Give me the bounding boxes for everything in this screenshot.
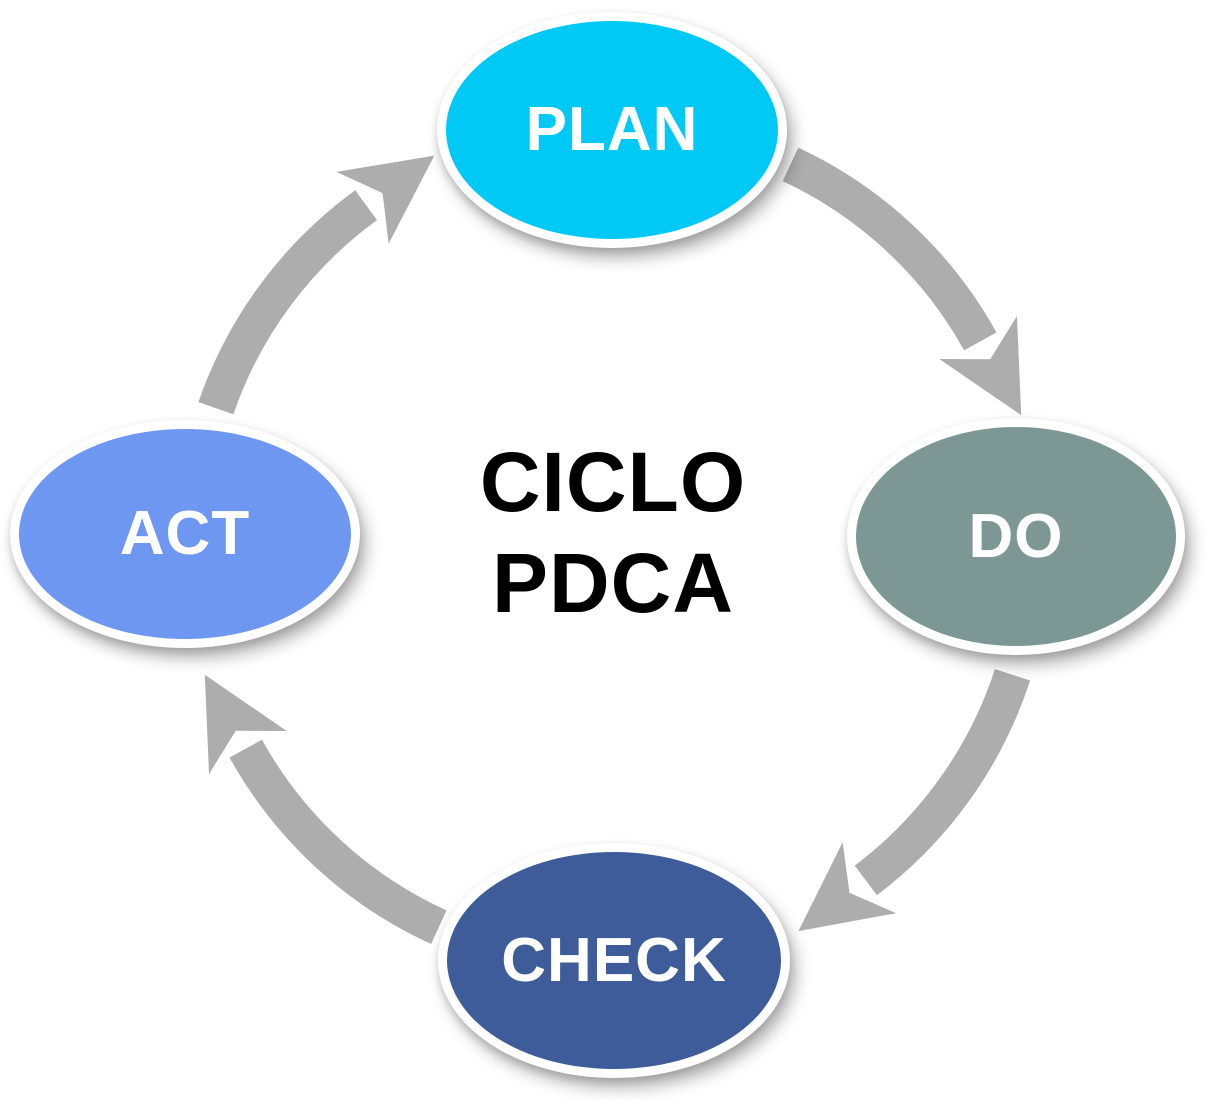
node-check: CHECK [438, 843, 790, 1078]
diagram-title-line1: CICLO [479, 435, 747, 529]
node-do: DO [847, 418, 1185, 655]
node-act: ACT [10, 420, 360, 648]
diagram-title: CICLO PDCA [363, 432, 863, 634]
arrow-do-to-check [798, 668, 1031, 932]
arrow-act-to-plan [198, 155, 435, 415]
node-check-label: CHECK [501, 925, 727, 995]
node-act-label: ACT [119, 499, 251, 568]
node-do-label: DO [968, 501, 1064, 571]
arrow-plan-to-do [782, 147, 1022, 416]
diagram-title-line2: PDCA [491, 535, 734, 630]
node-plan: PLAN [437, 12, 787, 248]
arrow-check-to-act [204, 674, 447, 945]
node-plan-label: PLAN [525, 95, 699, 164]
